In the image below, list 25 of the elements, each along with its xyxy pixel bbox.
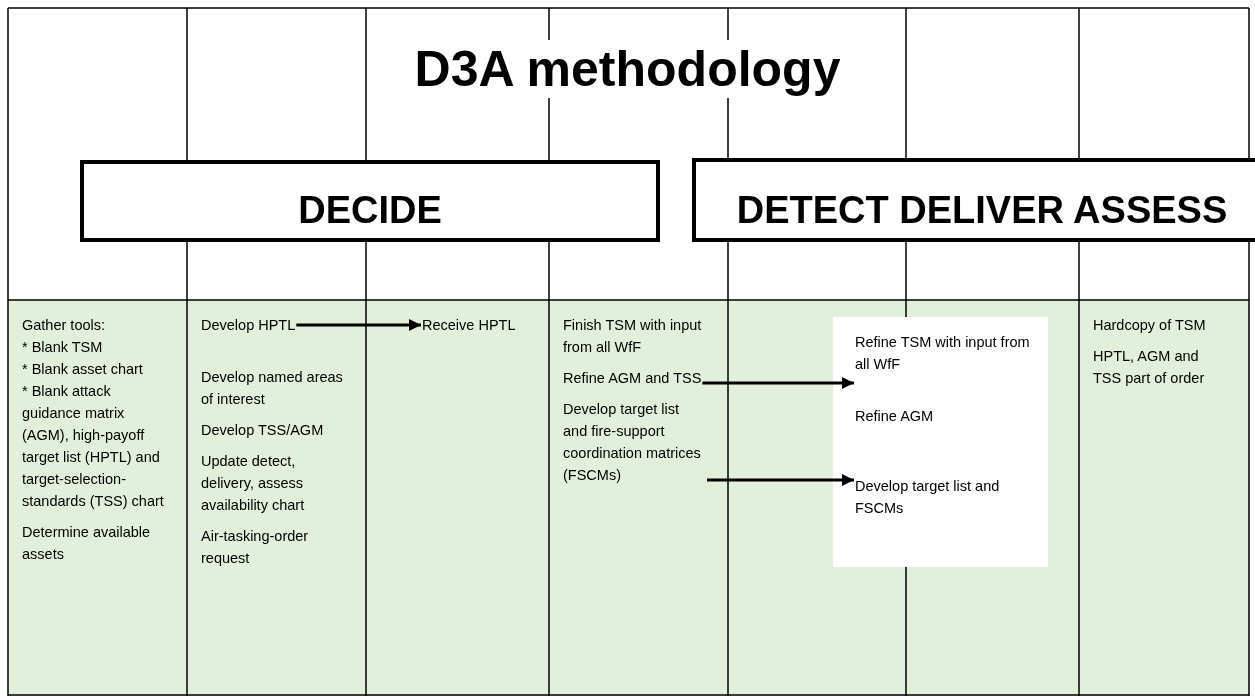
step-text: Hardcopy of TSM	[1093, 314, 1206, 336]
phase-box: DETECT DELIVER ASSESS	[692, 158, 1255, 242]
step-text: Air-tasking-order request	[201, 525, 344, 569]
arrow	[296, 319, 421, 331]
step-text: Determine available assets	[22, 521, 165, 565]
step-text: Update detect, delivery, assess availability chart	[201, 450, 344, 516]
step-text: * Blank attack guidance matrix (AGM), high-payoff target list (HPTL) and target-selection-standards (TSS) chart	[22, 380, 165, 512]
step-text: Refine AGM	[855, 405, 934, 427]
phase-box: DECIDE	[80, 160, 660, 242]
step-text: Finish TSM with input from all WfF	[563, 314, 706, 358]
step-text: * Blank asset chart	[22, 358, 143, 380]
step-text: Develop target list and FSCMs	[855, 475, 1030, 519]
step-text: * Blank TSM	[22, 336, 103, 358]
arrow	[702, 377, 854, 389]
step-text: Develop TSS/AGM	[201, 419, 324, 441]
step-text: Develop HPTL	[201, 314, 296, 336]
step-text: Gather tools:	[22, 314, 105, 336]
step-text: Refine AGM and TSS	[563, 367, 702, 389]
step-text: Develop named areas of interest	[201, 366, 344, 410]
step-text: Refine TSM with input from all WfF	[855, 331, 1030, 375]
step-text: HPTL, AGM and TSS part of order	[1093, 345, 1227, 389]
arrow	[707, 474, 854, 486]
highlight-panel	[833, 317, 1048, 567]
step-text: Receive HPTL	[422, 314, 516, 336]
step-text: Develop target list and fire-support coordination matrices (FSCMs)	[563, 398, 706, 486]
